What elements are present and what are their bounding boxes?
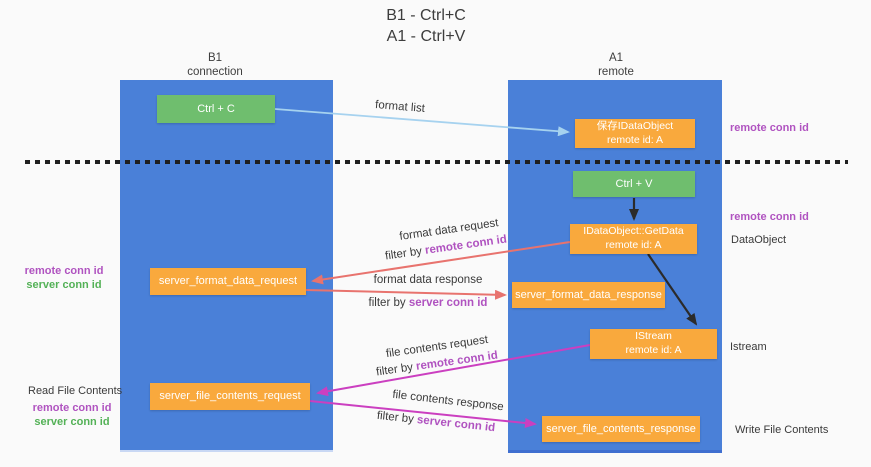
server-conn-id-text: server conn id: [408, 297, 488, 309]
node-saved-idataobject: 保存IDataObject remote id: A: [575, 119, 695, 148]
label-format-data-response: format data response: [373, 274, 483, 286]
label-format-response-filter: filter by server conn id: [369, 297, 488, 309]
filter-by-text: filter by: [384, 244, 426, 263]
filter-by-text: filter by: [375, 360, 417, 379]
label-format-list: format list: [374, 99, 426, 115]
diagram-title: B1 - Ctrl+C A1 - Ctrl+V: [0, 6, 852, 48]
node-format-request-label: server_format_data_request: [158, 275, 298, 288]
title-line-1: B1 - Ctrl+C: [386, 7, 466, 24]
node-istream: IStream remote id: A: [590, 329, 717, 359]
lane-a1-title: A1: [608, 52, 624, 64]
node-saved-idataobject-line2: remote id: A: [606, 133, 664, 146]
server-conn-id-text: server conn id: [416, 414, 496, 435]
node-istream-line1: IStream: [635, 330, 672, 343]
node-server-format-data-request: server_format_data_request: [150, 268, 306, 295]
lane-a1-subtitle: remote: [598, 66, 634, 79]
node-server-format-data-response: server_format_data_response: [512, 282, 665, 308]
lane-header-b1: B1 connection: [120, 51, 310, 80]
annotation-remote-conn-id-left1: remote conn id: [24, 265, 104, 277]
node-saved-idataobject-line1: 保存IDataObject: [596, 119, 674, 132]
annotation-read-file-contents: Read File Contents: [28, 385, 123, 397]
title-line-2: A1 - Ctrl+V: [386, 27, 466, 45]
node-getdata-line2: remote id: A: [605, 239, 662, 251]
lane-b1-subtitle: connection: [187, 66, 243, 79]
annotation-group-format: remote conn id server conn id: [12, 265, 116, 293]
annotation-remote-conn-id-top: remote conn id: [730, 122, 809, 134]
node-ctrl-v-label: Ctrl + V: [615, 177, 653, 190]
annotation-dataobject: DataObject: [731, 234, 787, 246]
label-file-response-filter: filter by server conn id: [376, 410, 495, 434]
annotation-server-conn-id-left1: server conn id: [26, 278, 102, 291]
annotation-remote-conn-id-left2: remote conn id: [32, 402, 112, 414]
node-file-request-label: server_file_contents_request: [159, 390, 301, 403]
node-idataobject-getdata: IDataObject::GetData remote id: A: [570, 224, 697, 254]
node-istream-line2: remote id: A: [625, 344, 682, 356]
arrow-format-data-response: [305, 289, 507, 300]
lane-header-a1: A1 remote: [508, 51, 724, 80]
lane-b1-title: B1: [207, 52, 223, 64]
node-server-file-contents-request: server_file_contents_request: [150, 383, 310, 410]
annotation-remote-conn-id-mid: remote conn id: [730, 211, 809, 223]
annotation-istream: Istream: [730, 341, 767, 353]
annotation-write-file-contents: Write File Contents: [735, 424, 829, 436]
node-ctrl-v: Ctrl + V: [573, 171, 695, 197]
node-file-response-label: server_file_contents_response: [546, 422, 696, 435]
node-getdata-line1: IDataObject::GetData: [583, 225, 684, 238]
node-ctrl-c-label: Ctrl + C: [197, 102, 235, 115]
annotation-group-file: remote conn id server conn id: [20, 402, 124, 430]
filter-by-text: filter by: [368, 297, 409, 309]
node-server-file-contents-response: server_file_contents_response: [542, 416, 700, 442]
node-format-response-label: server_format_data_response: [515, 288, 662, 301]
annotation-server-conn-id-left2: server conn id: [34, 415, 110, 428]
filter-by-text: filter by: [376, 409, 418, 426]
node-ctrl-c: Ctrl + C: [157, 95, 275, 123]
label-file-contents-response: file contents response: [391, 388, 505, 414]
